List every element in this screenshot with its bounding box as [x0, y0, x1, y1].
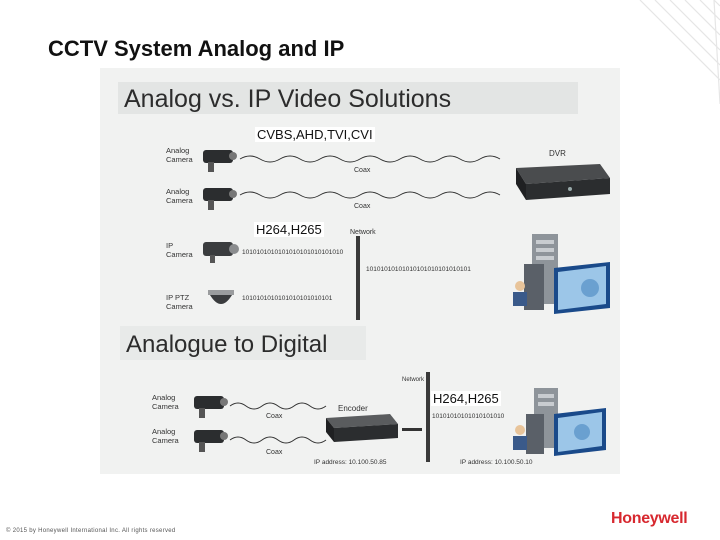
encoder-icon: [326, 414, 422, 442]
coax-label-2: Coax: [354, 203, 371, 210]
coax-label-4: Coax: [266, 449, 283, 456]
analog-camera-icon-2: [203, 188, 237, 210]
dvr-icon: [516, 164, 610, 200]
decorative-stripes: [639, 0, 720, 105]
operator-icon-2: [513, 425, 527, 450]
coax-wave-4: [229, 436, 327, 444]
ip-address-2: IP address: 10.100.50.10: [460, 459, 533, 466]
header-bar-2: [120, 326, 366, 360]
analog-camera-icon-4: [194, 430, 228, 452]
binary-stream-2: 1010101010101010101010101: [242, 295, 333, 302]
ip-address-1: IP address: 10.100.50.85: [314, 459, 387, 466]
network-label-small: Network: [402, 377, 425, 383]
encoder-label: Encoder: [338, 404, 368, 413]
operator-icon: [513, 281, 527, 306]
ip-ptz-camera-icon: [208, 290, 234, 304]
diagram-header-2: Analogue to Digital: [126, 331, 327, 358]
monitor-icon: [554, 262, 610, 314]
analog-format-label: CVBS,AHD,TVI,CVI: [255, 127, 375, 142]
binary-stream-3: 10101010101010101010: [432, 413, 505, 420]
dvr-label: DVR: [549, 149, 566, 158]
network-backbone-2: [426, 372, 430, 462]
honeywell-logo: Honeywell: [611, 510, 688, 527]
digital-format-label: H264,H265: [431, 391, 501, 406]
ip-camera-icon: [203, 242, 239, 263]
analog-camera-icon-1: [203, 150, 237, 172]
coax-wave-2: [239, 191, 501, 199]
header-bar-1: [118, 82, 578, 114]
server-icon-2: [526, 388, 558, 454]
analog-camera-icon-3: [194, 396, 228, 418]
ip-format-label: H264,H265: [254, 222, 324, 237]
binary-stream-1: 1010101010101010101010101010: [242, 249, 344, 256]
coax-label-3: Coax: [266, 413, 283, 420]
coax-label-1: Coax: [354, 167, 371, 174]
server-icon: [524, 234, 558, 310]
network-label: Network: [350, 229, 376, 236]
binary-stream-1b: 10101010101010101010101010101: [366, 266, 471, 273]
diagram-header-1: Analog vs. IP Video Solutions: [124, 85, 451, 113]
slide-title: CCTV System Analog and IP: [48, 36, 345, 61]
copyright-footer: © 2015 by Honeywell International Inc. A…: [6, 528, 176, 534]
coax-wave-1: [239, 155, 501, 163]
monitor-icon-2: [554, 408, 606, 456]
coax-wave-3: [229, 402, 327, 410]
network-backbone: [356, 236, 360, 320]
